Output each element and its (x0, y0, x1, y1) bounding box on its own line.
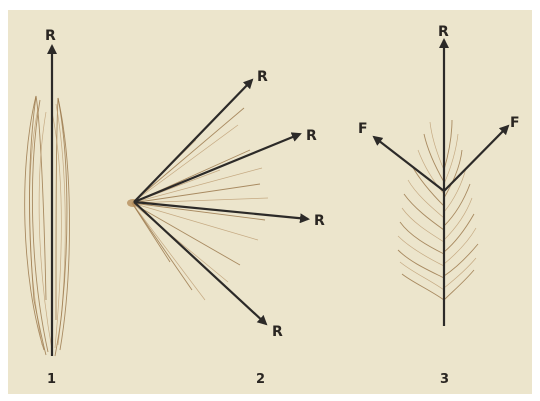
figure-2-vector-label-2: R (306, 128, 317, 144)
figure-3-vector-label-f-right: F (510, 115, 520, 131)
paper-background (8, 10, 532, 394)
figure-2-vector-label-3: R (314, 213, 325, 229)
figure-3-number: 3 (440, 372, 449, 387)
figure-3-vector-label-f-left: F (358, 121, 368, 137)
figure-2-vector-label-1: R (257, 69, 268, 85)
figure-3-vector-label-r: R (438, 24, 449, 40)
figure-2-vector-label-4: R (272, 324, 283, 340)
figure-1-vector-label: R (45, 28, 56, 44)
figure-2-number: 2 (256, 372, 265, 387)
figure-1-number: 1 (47, 372, 56, 387)
